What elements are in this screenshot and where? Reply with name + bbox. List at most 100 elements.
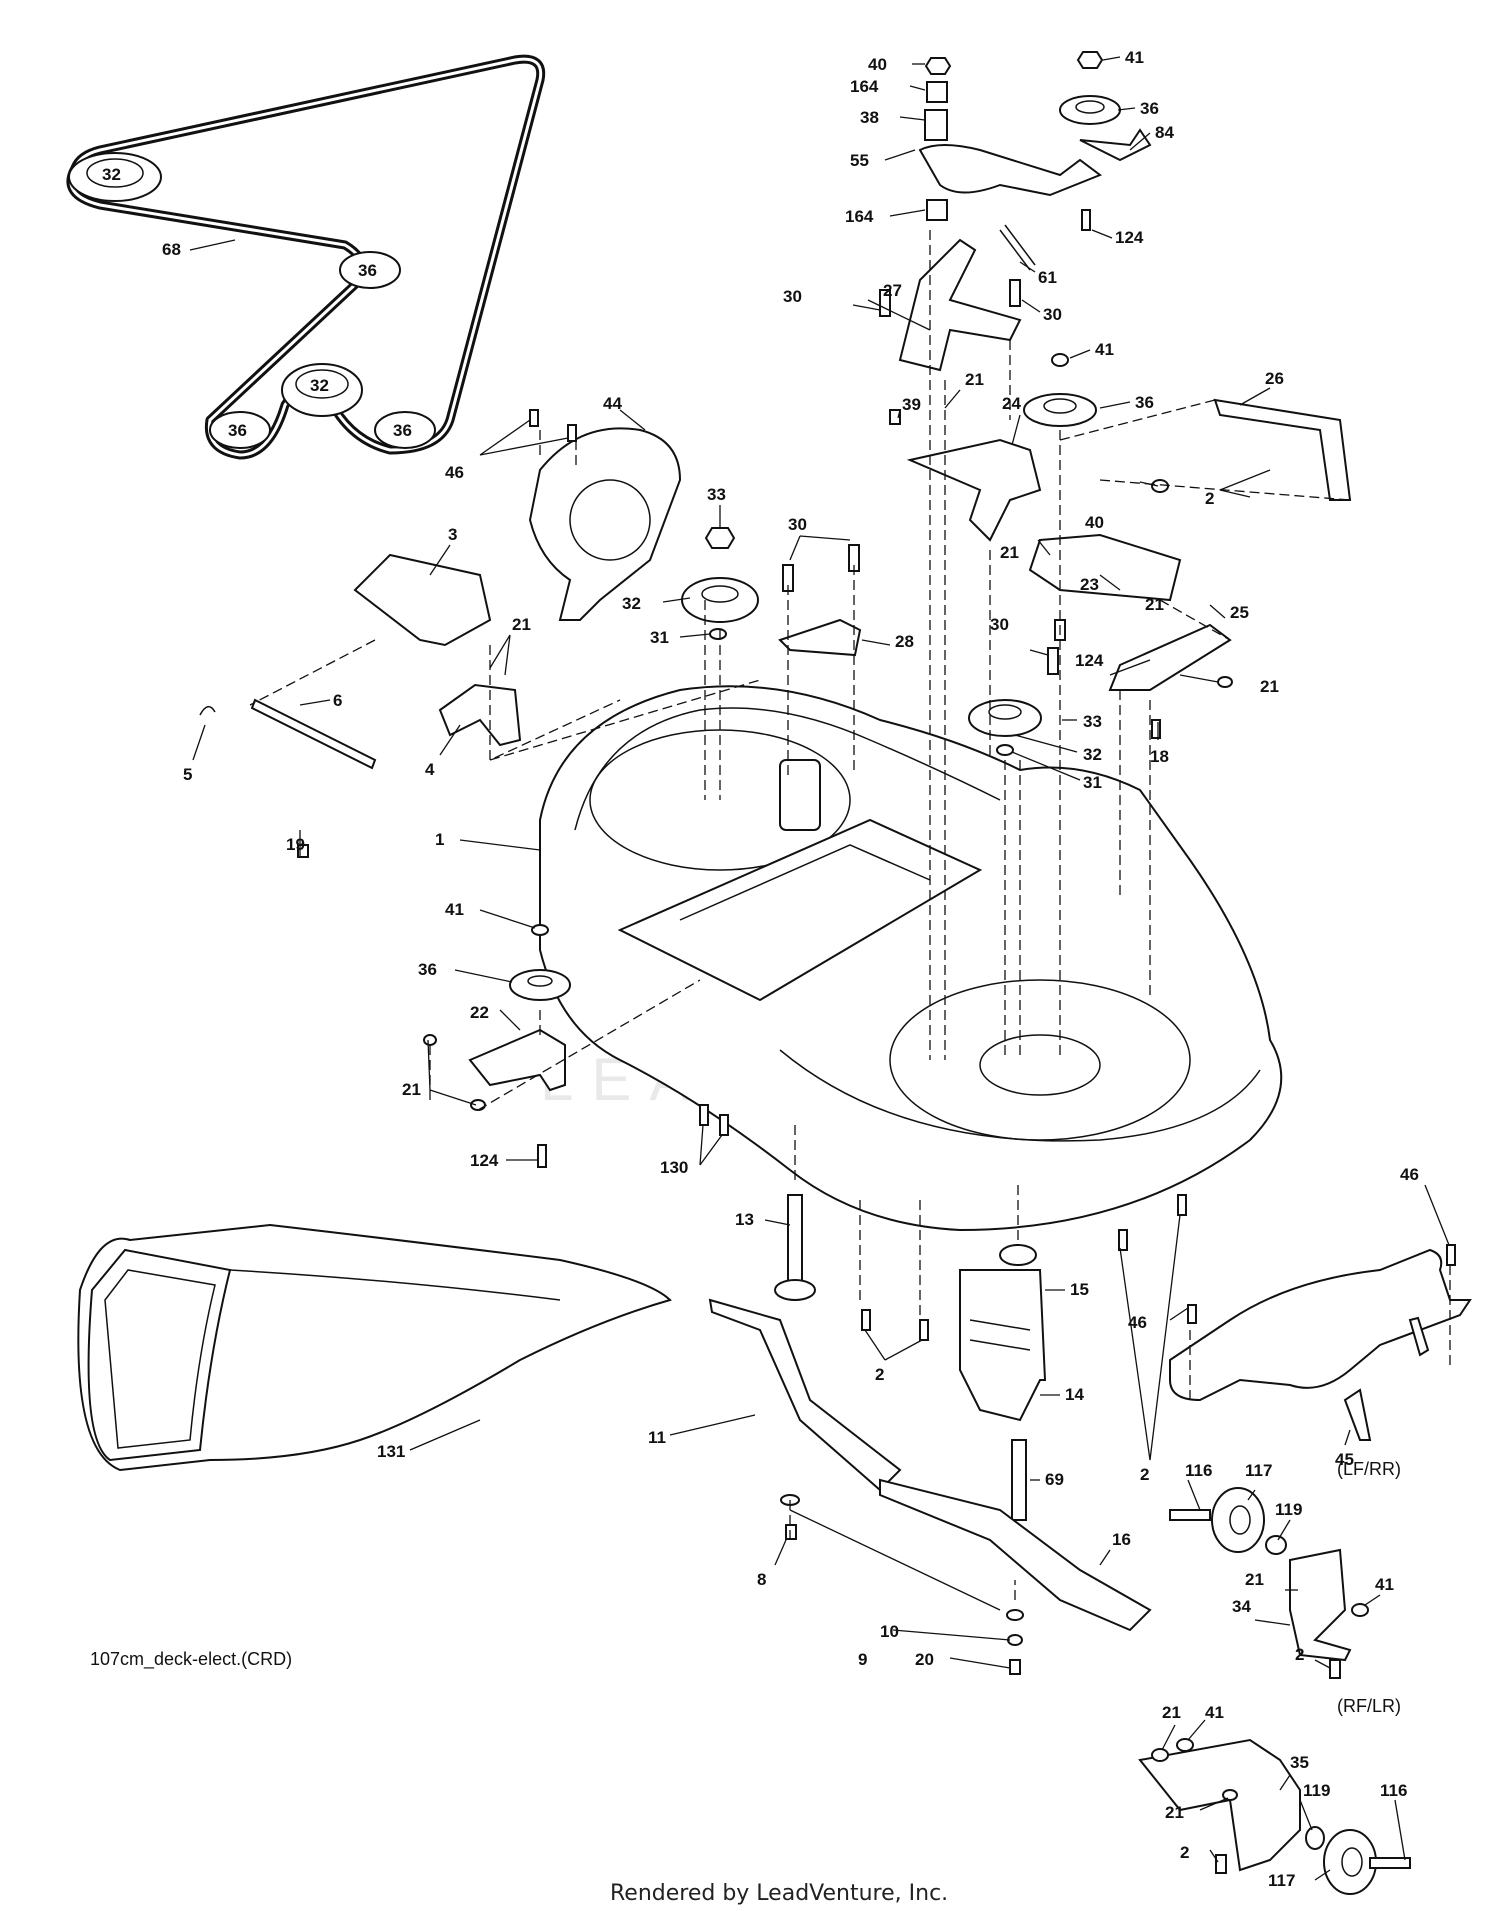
callout-69: 69 (1045, 1470, 1064, 1489)
callout-21: 21 (402, 1080, 421, 1099)
assembly-lines (249, 230, 1451, 1600)
callout-21: 21 (965, 370, 984, 389)
callout-46: 46 (1128, 1313, 1147, 1332)
callout-21: 21 (1000, 543, 1019, 562)
idler-arm-assembly (879, 51, 1352, 756)
callout-116: 116 (1185, 1461, 1212, 1480)
callout-41: 41 (445, 900, 464, 919)
callout-10: 10 (880, 1622, 899, 1641)
callout-61: 61 (1038, 268, 1057, 287)
callout-2: 2 (875, 1365, 884, 1384)
callout-26: 26 (1265, 369, 1284, 388)
callout-21: 21 (1260, 677, 1279, 696)
callout-36: 36 (1135, 393, 1154, 412)
callout-5: 5 (183, 765, 192, 784)
variant-label-lf-rr: (LF/RR) (1337, 1459, 1401, 1479)
callout-119: 119 (1275, 1500, 1302, 1519)
callout-18: 18 (1150, 747, 1169, 766)
callout-45: 45 (1335, 1450, 1354, 1469)
callout-leaders (189, 56, 1450, 1881)
callout-117: 117 (1268, 1871, 1295, 1890)
callout-31: 31 (1083, 773, 1102, 792)
callout-68: 68 (162, 240, 181, 259)
variant-label-rf-lr: (RF/LR) (1337, 1696, 1401, 1716)
callout-36: 36 (418, 960, 437, 979)
callout-130: 130 (660, 1158, 688, 1177)
callout-44: 44 (603, 394, 622, 413)
gauge-wheel-rf-lr (1138, 1738, 1411, 1895)
belt-shield-and-pulleys (199, 409, 862, 1168)
svg-text:36: 36 (393, 421, 412, 440)
callout-36: 36 (1140, 99, 1159, 118)
callout-25: 25 (1230, 603, 1249, 622)
svg-text:32: 32 (102, 165, 121, 184)
gauge-wheel-lf-rr (1169, 1487, 1369, 1679)
callout-11: 11 (648, 1428, 666, 1447)
callout-40: 40 (1085, 513, 1104, 532)
belt-pulley-bottom-left: 36 (209, 411, 271, 449)
callout-21: 21 (1165, 1803, 1184, 1822)
callout-6: 6 (333, 691, 342, 710)
callout-30: 30 (1043, 305, 1062, 324)
callout-35: 35 (1290, 1753, 1309, 1772)
callout-30: 30 (783, 287, 802, 306)
callout-84: 84 (1155, 123, 1174, 142)
belt-pulley-bottom-right: 36 (374, 411, 436, 449)
belt-pulley-right: 36 (339, 251, 401, 289)
spindle-and-blades (708, 1194, 1187, 1675)
callout-117: 117 (1245, 1461, 1272, 1480)
callout-41: 41 (1095, 340, 1114, 359)
diagram-code: 107cm_deck-elect.(CRD) (90, 1649, 292, 1670)
callout-19: 19 (286, 835, 305, 854)
callout-116: 116 (1380, 1781, 1407, 1800)
callout-8: 8 (757, 1570, 766, 1589)
callout-38: 38 (860, 108, 879, 127)
callout-21: 21 (512, 615, 531, 634)
callout-1: 1 (435, 830, 444, 849)
callout-4: 4 (425, 760, 435, 779)
mulch-cover-45 (1169, 1244, 1472, 1441)
callout-2: 2 (1140, 1465, 1149, 1484)
callout-41: 41 (1375, 1575, 1394, 1594)
callout-55: 55 (850, 151, 869, 170)
svg-text:36: 36 (358, 261, 377, 280)
belt-pulley-center: 32 (281, 363, 363, 417)
callout-23: 23 (1080, 575, 1099, 594)
callout-41: 41 (1205, 1703, 1224, 1722)
callout-9: 9 (858, 1650, 867, 1669)
callout-24: 24 (1002, 394, 1021, 413)
callout-39: 39 (902, 395, 921, 414)
callout-164: 164 (845, 207, 874, 226)
callout-22: 22 (470, 1003, 489, 1022)
svg-text:36: 36 (228, 421, 247, 440)
svg-text:32: 32 (310, 376, 329, 395)
callout-32: 32 (1083, 745, 1102, 764)
belt-pulley-left: 32 (68, 152, 162, 202)
callout-15: 15 (1070, 1280, 1089, 1299)
callout-34: 34 (1232, 1597, 1251, 1616)
belt-routing-diagram: 32 36 32 36 36 (66, 54, 546, 460)
callout-33: 33 (1083, 712, 1102, 731)
callout-124: 124 (1075, 651, 1104, 670)
callout-31: 31 (650, 628, 669, 647)
callout-2: 2 (1295, 1645, 1304, 1664)
callout-2: 2 (1205, 489, 1214, 508)
callout-119: 119 (1303, 1781, 1330, 1800)
callout-13: 13 (735, 1210, 754, 1229)
footer-credit: Rendered by LeadVenture, Inc. (610, 1881, 948, 1906)
callout-3: 3 (448, 525, 457, 544)
mower-deck (539, 685, 1283, 1232)
callout-40: 40 (868, 55, 887, 74)
discharge-chute-131 (77, 1223, 672, 1472)
callout-124: 124 (1115, 228, 1144, 247)
callout-30: 30 (990, 615, 1009, 634)
callout-33: 33 (707, 485, 726, 504)
callout-21: 21 (1162, 1703, 1181, 1722)
callout-labels: 40 164 38 55 164 41 36 84 124 61 30 27 3… (162, 48, 1419, 1890)
callout-20: 20 (915, 1650, 934, 1669)
callout-21: 21 (1145, 595, 1164, 614)
callout-41: 41 (1125, 48, 1144, 67)
callout-28: 28 (895, 632, 914, 651)
callout-16: 16 (1112, 1530, 1131, 1549)
